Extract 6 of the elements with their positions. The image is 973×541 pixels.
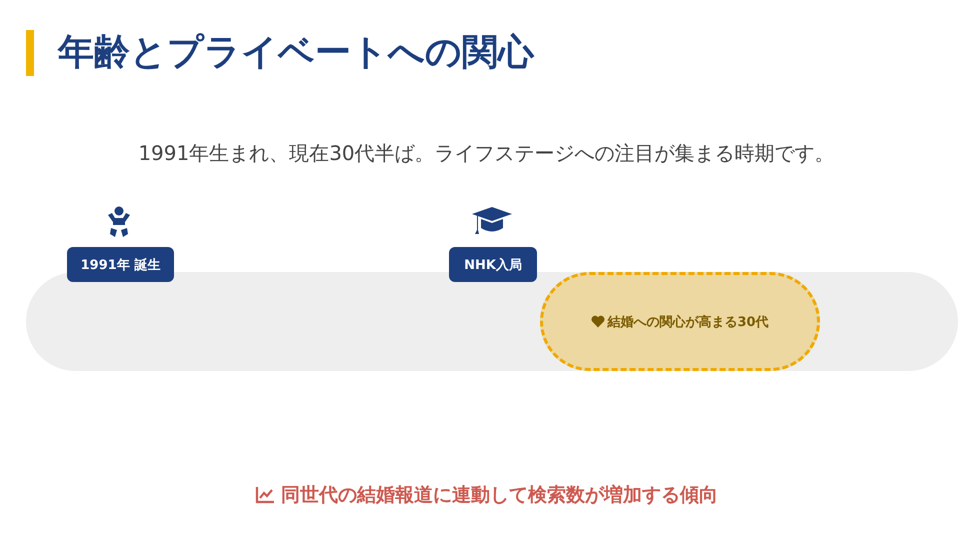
milestone-box: 1991年 誕生: [67, 247, 174, 282]
pill-label: 結婚への関心が高まる30代: [607, 314, 769, 330]
title: 年齢とプライベートへの関心: [58, 31, 534, 75]
caption: 同世代の結婚報道に連動して検索数が増加する傾向: [281, 483, 718, 508]
subtitle: 1991年生まれ、現在30代半ば。ライフステージへの注目が集まる時期です。: [137, 140, 836, 167]
milestone-box: NHK入局: [449, 247, 537, 282]
